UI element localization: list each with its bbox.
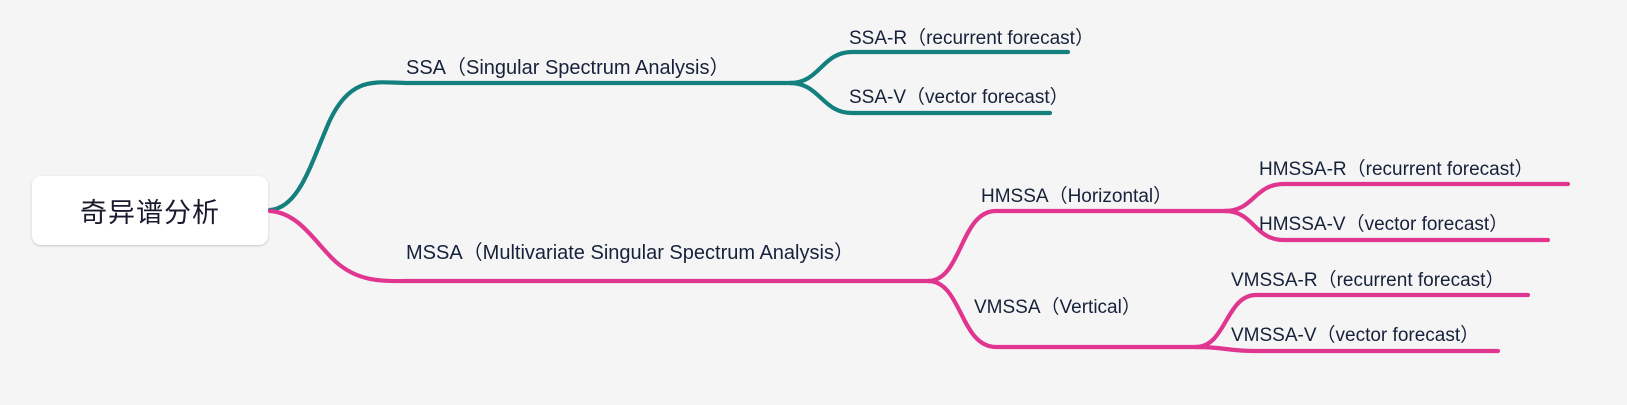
node-hmssa-r[interactable]: HMSSA-R（recurrent forecast） (1259, 160, 1534, 179)
node-hmssa-r-label: HMSSA-R（recurrent forecast） (1259, 159, 1534, 180)
node-vmssa-v[interactable]: VMSSA-V（vector forecast） (1231, 326, 1479, 345)
node-ssa-r-label: SSA-R（recurrent forecast） (849, 28, 1094, 49)
node-vmssa-label: VMSSA（Vertical） (974, 297, 1141, 318)
edge-root-to-ssa (267, 80, 798, 213)
node-ssa-r[interactable]: SSA-R（recurrent forecast） (849, 29, 1094, 48)
node-vmssa[interactable]: VMSSA（Vertical） (974, 298, 1141, 317)
node-vmssa-r[interactable]: VMSSA-R（recurrent forecast） (1231, 271, 1504, 290)
edge-mssa-to-hmssa (925, 208, 1233, 284)
node-vmssa-r-label: VMSSA-R（recurrent forecast） (1231, 270, 1505, 291)
node-hmssa-label: HMSSA（Horizontal） (981, 186, 1173, 207)
node-ssa-v[interactable]: SSA-V（vector forecast） (849, 88, 1069, 107)
node-hmssa[interactable]: HMSSA（Horizontal） (981, 187, 1172, 206)
root-node[interactable]: 奇异谱分析 (32, 176, 268, 245)
node-hmssa-v-label: HMSSA-V（vector forecast） (1259, 214, 1509, 235)
edge-ssa-to-ssa-r (787, 49, 1071, 86)
root-node-label: 奇异谱分析 (80, 198, 220, 229)
node-ssa-label: SSA（Singular Spectrum Analysis） (406, 57, 730, 79)
node-ssa[interactable]: SSA（Singular Spectrum Analysis） (406, 58, 729, 78)
edge-vmssa-to-vmssa-v (1193, 344, 1501, 354)
node-ssa-v-label: SSA-V（vector forecast） (849, 87, 1069, 108)
node-hmssa-v[interactable]: HMSSA-V（vector forecast） (1259, 215, 1508, 234)
node-mssa-label: MSSA（Multivariate Singular Spectrum Anal… (406, 242, 854, 264)
node-vmssa-v-label: VMSSA-V（vector forecast） (1231, 325, 1480, 346)
node-mssa[interactable]: MSSA（Multivariate Singular Spectrum Anal… (406, 243, 854, 263)
edge-hmssa-to-hmssa-r (1222, 181, 1571, 214)
